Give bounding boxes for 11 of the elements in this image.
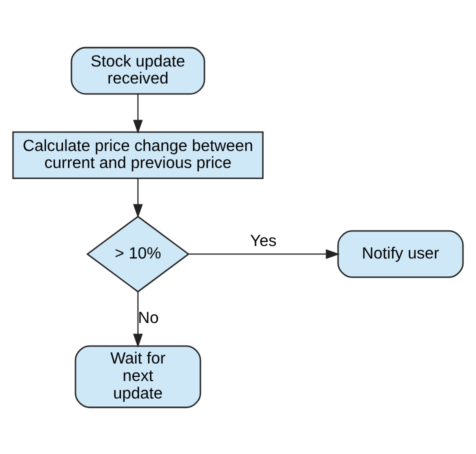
arrow	[188, 248, 340, 258]
node-box: Wait for next update	[74, 344, 202, 408]
arrow	[133, 292, 143, 348]
node-box: Stock update received	[70, 46, 206, 94]
node-box: Notify user	[337, 230, 464, 278]
node-diamond: > 10%	[86, 215, 190, 292]
edge-label: No	[138, 308, 159, 327]
arrow	[133, 178, 143, 218]
node-box: Calculate price change between current and previous price	[12, 130, 264, 179]
edge-label: Yes	[250, 232, 277, 250]
arrow	[133, 93, 143, 134]
